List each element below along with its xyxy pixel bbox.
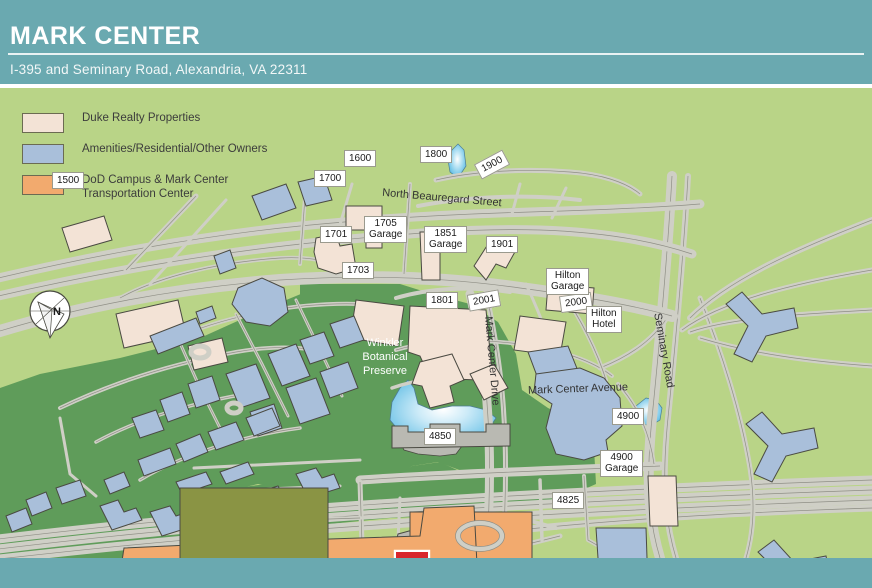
label-1801[interactable]: 1801 — [426, 292, 459, 309]
label-4900-garage[interactable]: 4900 Garage — [600, 450, 644, 477]
page-subtitle: I-395 and Seminary Road, Alexandria, VA … — [10, 62, 308, 77]
blue-bld-n — [159, 391, 191, 423]
legend-label-amenities: Amenities/Residential/Other Owners — [82, 143, 268, 155]
townhome-b — [175, 433, 209, 463]
u-cluster-g — [219, 461, 255, 485]
townhome-f — [25, 491, 53, 517]
blue-bld-c — [251, 183, 297, 221]
blue-bld-a — [149, 317, 205, 355]
u-cluster-a — [99, 499, 143, 531]
footer-strip — [0, 558, 872, 588]
label-1701[interactable]: 1701 — [320, 226, 353, 243]
legend-item-duke: Duke Realty Properties — [22, 112, 267, 133]
blue-bld-hex — [231, 277, 289, 327]
label-1705-garage[interactable]: 1705 Garage — [364, 216, 408, 243]
label-4900[interactable]: 4900 — [612, 408, 645, 425]
label-1800[interactable]: 1800 — [420, 146, 453, 163]
building-1801-shape — [411, 353, 465, 409]
dod-campus-buildings — [121, 487, 533, 558]
blue-bld-f — [267, 343, 311, 387]
y-apartment-3 — [757, 539, 827, 558]
label-hilton-garage[interactable]: Hilton Garage — [546, 268, 590, 295]
townhome-a — [137, 447, 177, 477]
building-4900-garage-shape — [595, 527, 648, 558]
legend-item-amenities: Amenities/Residential/Other Owners — [22, 143, 267, 164]
townhome-e — [103, 471, 131, 495]
blue-bld-e — [213, 249, 237, 275]
y-apartment-1 — [725, 291, 799, 363]
label-hilton-hotel[interactable]: Hilton Hotel — [586, 306, 622, 333]
legend-label-dod: DoD Campus & Mark Center Transportation … — [82, 174, 229, 200]
building-4900-shape — [647, 475, 679, 527]
blue-bld-i — [225, 363, 271, 409]
area-label-winkler-botanical-preserve: Winkler Botanical Preserve — [362, 337, 408, 377]
legend-swatch-amenities — [22, 144, 64, 164]
blue-bld-j — [285, 377, 331, 425]
label-1700[interactable]: 1700 — [314, 170, 347, 187]
i-395-shield: 395 — [392, 548, 432, 558]
legend-label-duke: Duke Realty Properties — [82, 112, 201, 124]
blue-bld-b — [195, 305, 217, 325]
label-1703[interactable]: 1703 — [342, 262, 375, 279]
townhome-g — [55, 479, 87, 505]
page-title: MARK CENTER — [10, 22, 201, 50]
townhome-h — [5, 507, 33, 533]
townhome-d — [245, 407, 281, 437]
blue-bld-m — [187, 375, 221, 409]
building-1500-shape — [61, 215, 113, 253]
label-1600[interactable]: 1600 — [344, 150, 377, 167]
compass-north-label: N — [53, 306, 61, 318]
blue-bld-o — [131, 409, 165, 439]
map-legend: Duke Realty Properties Amenities/Residen… — [22, 112, 267, 211]
townhome-c — [207, 421, 245, 451]
label-1851-garage[interactable]: 1851 Garage — [424, 226, 468, 253]
map-canvas[interactable]: .bld { stroke:#4a4a42; stroke-width:1; }… — [0, 88, 872, 558]
page-header: MARK CENTER I-395 and Seminary Road, Ale… — [0, 0, 872, 84]
parking-rings — [188, 343, 505, 552]
label-1500[interactable]: 1500 — [52, 172, 85, 189]
label-1901[interactable]: 1901 — [486, 236, 519, 253]
label-4850[interactable]: 4850 — [424, 428, 457, 445]
header-divider — [8, 53, 864, 55]
building-2001-shape — [469, 363, 509, 401]
compass-rose: N — [24, 286, 78, 340]
label-4825[interactable]: 4825 — [552, 492, 585, 509]
blue-bld-h — [329, 315, 365, 349]
athletic-field — [179, 487, 329, 558]
blue-bld-g — [299, 331, 335, 365]
blue-bld-k — [319, 361, 359, 399]
legend-swatch-duke — [22, 113, 64, 133]
y-apartment-2 — [745, 411, 819, 483]
parking-rings-outline — [455, 520, 505, 552]
